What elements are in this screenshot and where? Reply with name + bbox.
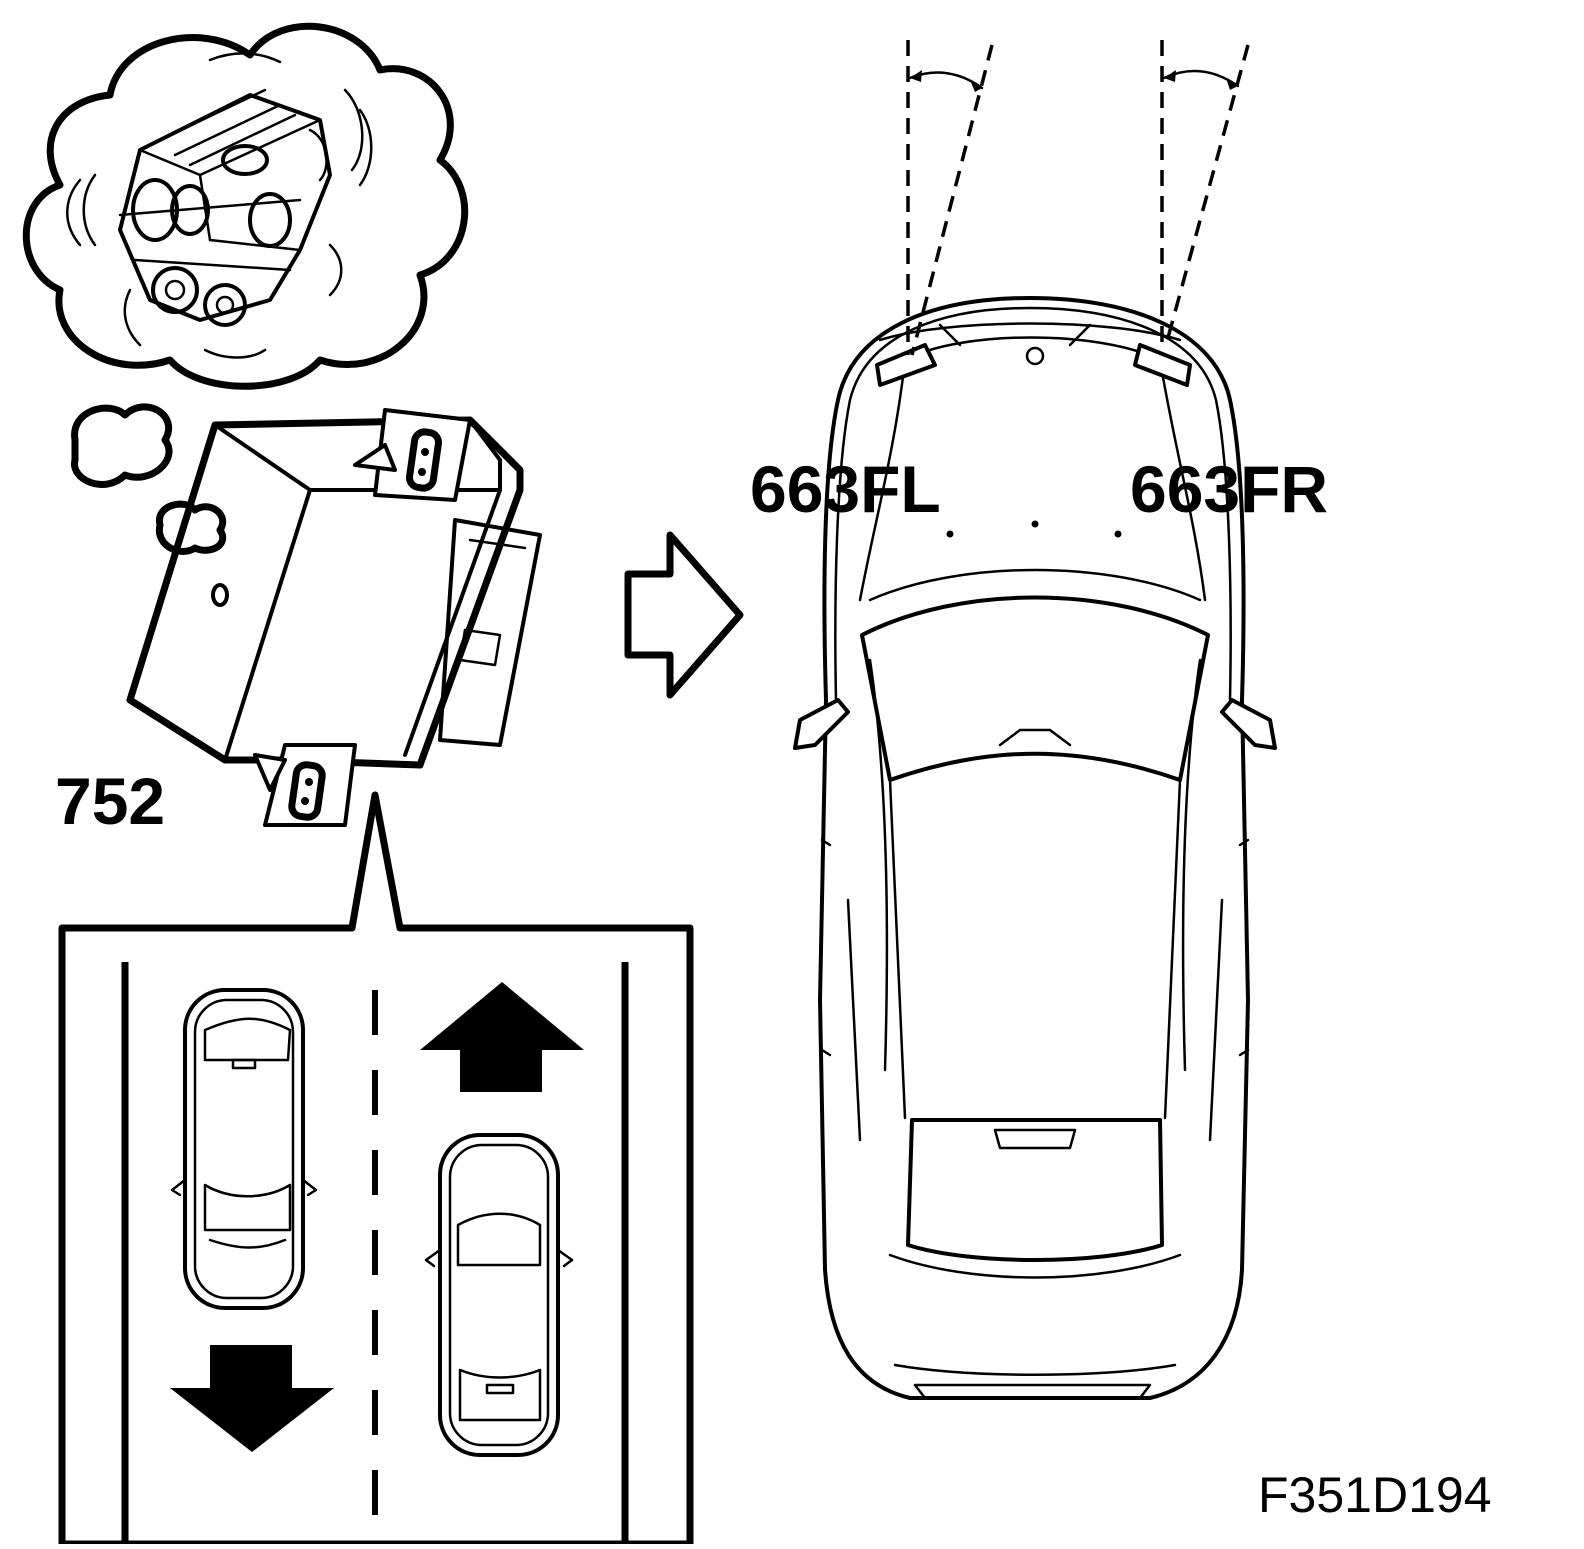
own-car-small — [424, 1133, 574, 1457]
arrow-down-icon — [170, 1345, 334, 1452]
oncoming-car — [170, 988, 318, 1310]
road-inset — [58, 791, 694, 1548]
control-module-icon — [126, 408, 542, 827]
engine-icon — [66, 52, 373, 359]
control-module-label: 752 — [55, 764, 166, 838]
sensor-cone-left — [906, 40, 994, 356]
sensor-front-right-label: 663FR — [1130, 452, 1329, 526]
sensor-front-left-label: 663FL — [750, 452, 941, 526]
arrow-up-icon — [420, 982, 584, 1092]
outline-arrow-right-icon — [624, 531, 744, 699]
sensor-cone-right — [1160, 40, 1250, 346]
figure-id-label: F351D194 — [1258, 1467, 1492, 1523]
car-top-view-icon — [793, 296, 1277, 1400]
